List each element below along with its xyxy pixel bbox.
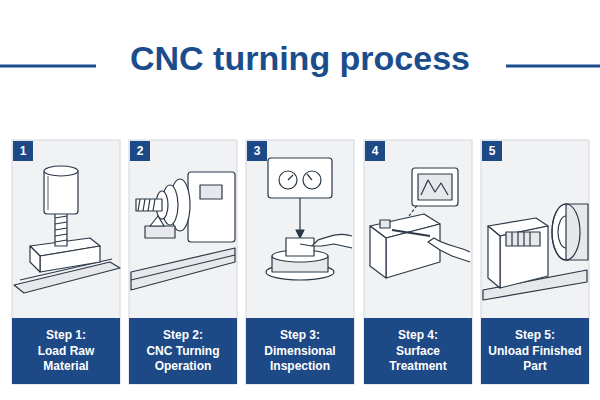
surface-illustration-part [380, 220, 390, 228]
surface-illustration-part [421, 180, 448, 195]
turning-illustration-part [188, 172, 235, 242]
unload-illustration-part [529, 232, 530, 246]
inspection-illustration-part [307, 174, 312, 180]
load-illustration-part [55, 234, 67, 236]
panel-frame [12, 140, 589, 384]
turning-illustration-part [200, 185, 222, 199]
inspection-illustration-part [286, 238, 314, 256]
step-label-band: Step 1:Load Raw Material [12, 318, 120, 384]
inspection-illustration-part [288, 175, 293, 180]
title-rule-part [0, 65, 96, 68]
step-number: 2 [137, 144, 144, 158]
unload-illustration-part [500, 226, 548, 288]
turning-illustration-part [136, 199, 162, 211]
step-number: 5 [489, 144, 496, 158]
load-illustration-part [55, 228, 67, 230]
turning-illustration-part [138, 199, 140, 211]
inspection-illustration-part [299, 198, 300, 230]
unload-illustration-part [506, 232, 540, 246]
turning-illustration-part [145, 226, 175, 238]
step-name: Unload Finished Part [487, 344, 583, 374]
step-heading: Step 5: [515, 328, 555, 343]
load-illustration-part [44, 170, 78, 214]
step-heading: Step 2: [163, 328, 203, 343]
turning-illustration-part [148, 199, 150, 211]
load-illustration-part [55, 222, 67, 224]
load-illustration-part [55, 212, 67, 246]
load-illustration-part [48, 176, 49, 210]
load-illustration [14, 166, 120, 293]
load-illustration-part [55, 240, 67, 242]
load-illustration-part [40, 246, 100, 272]
turning-illustration-part [143, 199, 145, 211]
step-number: 4 [372, 144, 379, 158]
step-name: Load Raw Material [18, 344, 114, 374]
step-number-badge: 2 [130, 141, 150, 161]
inspection-illustration-part [279, 171, 297, 189]
surface-illustration-part [412, 168, 458, 206]
unload-illustration-part [511, 232, 512, 246]
step-heading: Step 4: [398, 328, 438, 343]
step-label-band: Step 5:Unload Finished Part [481, 318, 589, 384]
surface-illustration-part [386, 224, 440, 278]
inspection-illustration-part [300, 244, 312, 246]
step-heading: Step 1: [46, 328, 86, 343]
inspection-illustration [266, 158, 352, 280]
turning-illustration-part [131, 255, 235, 280]
unload-illustration-part [523, 232, 524, 246]
unload-illustration-part [566, 204, 588, 260]
load-illustration-part [30, 246, 40, 272]
step-heading: Step 3: [280, 328, 320, 343]
turning-illustration-part [131, 248, 235, 290]
step-number-badge: 4 [365, 141, 385, 161]
step-name: Dimensional Inspection [252, 344, 348, 374]
inspection-illustration-part [268, 158, 332, 198]
turning-illustration-part [153, 199, 155, 211]
panel-frame-part [129, 140, 237, 384]
surface-illustration-part [370, 226, 386, 278]
surface-illustration-part [418, 174, 452, 200]
panel-frame-part [246, 140, 354, 384]
unload-illustration-part [488, 226, 500, 288]
step-name: CNC Turning Operation [135, 344, 231, 374]
panel-frame-part [364, 140, 472, 384]
step-number: 1 [20, 144, 27, 158]
load-illustration-part [55, 216, 67, 218]
step-label-band: Step 3:Dimensional Inspection [246, 318, 354, 384]
unload-illustration-part [552, 204, 580, 260]
diagram-title: CNC turning process [100, 38, 500, 78]
inspection-illustration-part [312, 234, 352, 248]
step-label-band: Step 4:Surface Treatment [364, 318, 472, 384]
step-number-badge: 3 [247, 141, 267, 161]
title-rule-part [506, 65, 600, 68]
inspection-illustration-part [296, 230, 304, 238]
load-illustration-part [44, 166, 78, 176]
surface-illustration-part [428, 238, 470, 262]
unload-illustration [483, 204, 588, 300]
turning-illustration [131, 172, 235, 290]
step-name: Surface Treatment [370, 344, 466, 374]
surface-illustration [370, 168, 470, 278]
panel-frame-part [12, 140, 120, 384]
unload-illustration-part [517, 232, 518, 246]
inspection-illustration-part [303, 171, 321, 189]
surface-illustration-part [392, 230, 430, 236]
step-number-badge: 1 [13, 141, 33, 161]
step-number-badge: 5 [482, 141, 502, 161]
step-label-band: Step 2:CNC Turning Operation [129, 318, 237, 384]
step-number: 3 [254, 144, 261, 158]
turning-illustration-part [150, 216, 164, 226]
panel-frame-part [481, 140, 589, 384]
